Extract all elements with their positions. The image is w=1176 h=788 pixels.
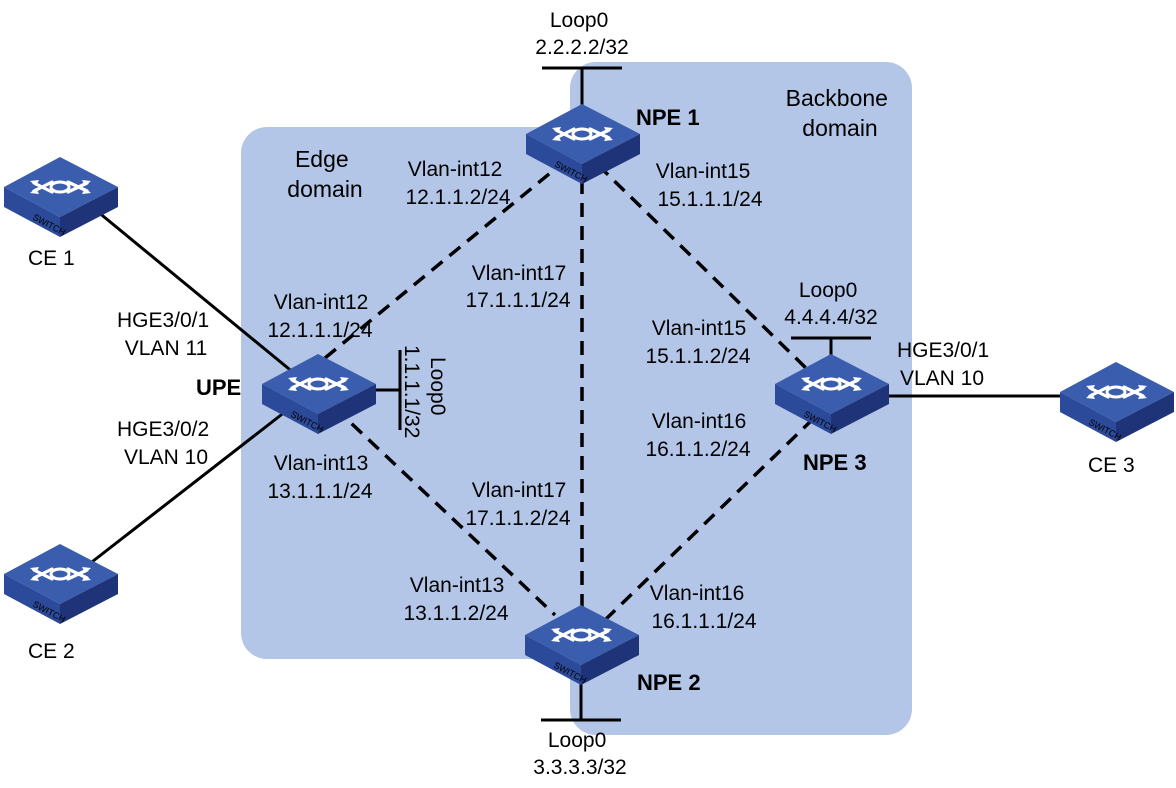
switch-ce3[interactable]: SWITCH — [1058, 360, 1176, 444]
link-npe1-npe3 — [596, 163, 810, 372]
ce2-name: CE 2 — [28, 640, 75, 663]
npe1-vlanint15-label: Vlan-int15 15.1.1.1/24 — [656, 160, 763, 211]
link-ce1-upe — [91, 205, 301, 380]
npe3-vlanint15-label: Vlan-int15 15.1.1.2/24 — [645, 317, 752, 368]
backbone-domain-area — [570, 62, 912, 735]
npe1-loopback-label: Loop0 2.2.2.2/32 — [535, 9, 628, 59]
npe2-loopback-label: Loop0 3.3.3.3/32 — [533, 729, 626, 779]
link-npe2-npe3 — [603, 418, 814, 622]
npe2-vlanint13-label: Vlan-int13 13.1.1.2/24 — [403, 574, 510, 625]
edge-domain-area — [241, 127, 587, 659]
link-ce2-upe — [87, 406, 291, 567]
npe3-hge1-label: HGE3/0/1 VLAN 10 — [897, 339, 995, 390]
npe3-loopback-label: Loop0 4.4.4.4/32 — [784, 279, 877, 329]
upe-hge1-label: HGE3/0/1 VLAN 11 — [117, 309, 215, 360]
npe3-name: NPE 3 — [803, 450, 867, 475]
npe2-vlanint17-label: Vlan-int17 17.1.1.2/24 — [465, 479, 572, 530]
upe-hge2-label: HGE3/0/2 VLAN 10 — [117, 418, 215, 469]
npe2-vlanint16-label: Vlan-int16 16.1.1.1/24 — [650, 582, 757, 633]
backbone-domain-label: Backbone domain — [786, 85, 895, 141]
ce3-name: CE 3 — [1088, 454, 1135, 477]
npe2-name: NPE 2 — [637, 670, 701, 695]
npe1-vlanint17-label: Vlan-int17 17.1.1.1/24 — [465, 262, 572, 312]
npe1-name: NPE 1 — [636, 105, 700, 130]
edge-domain-label: Edge domain — [287, 146, 362, 202]
upe-loopback-label: 1.1.1.1/32 Loop0 — [400, 345, 449, 444]
switch-ce1[interactable]: SWITCH — [2, 155, 120, 239]
npe1-vlanint12-label: Vlan-int12 12.1.1.2/24 — [405, 158, 510, 209]
npe3-vlanint16-label: Vlan-int16 16.1.1.2/24 — [645, 410, 752, 461]
link-upe-npe1 — [323, 163, 562, 360]
upe-vlanint12-label: Vlan-int12 12.1.1.1/24 — [267, 291, 374, 342]
upe-name: UPE — [196, 375, 241, 400]
link-upe-npe2 — [333, 406, 557, 617]
upe-vlanint13-label: Vlan-int13 13.1.1.1/24 — [267, 452, 374, 503]
ce1-name: CE 1 — [28, 247, 75, 270]
